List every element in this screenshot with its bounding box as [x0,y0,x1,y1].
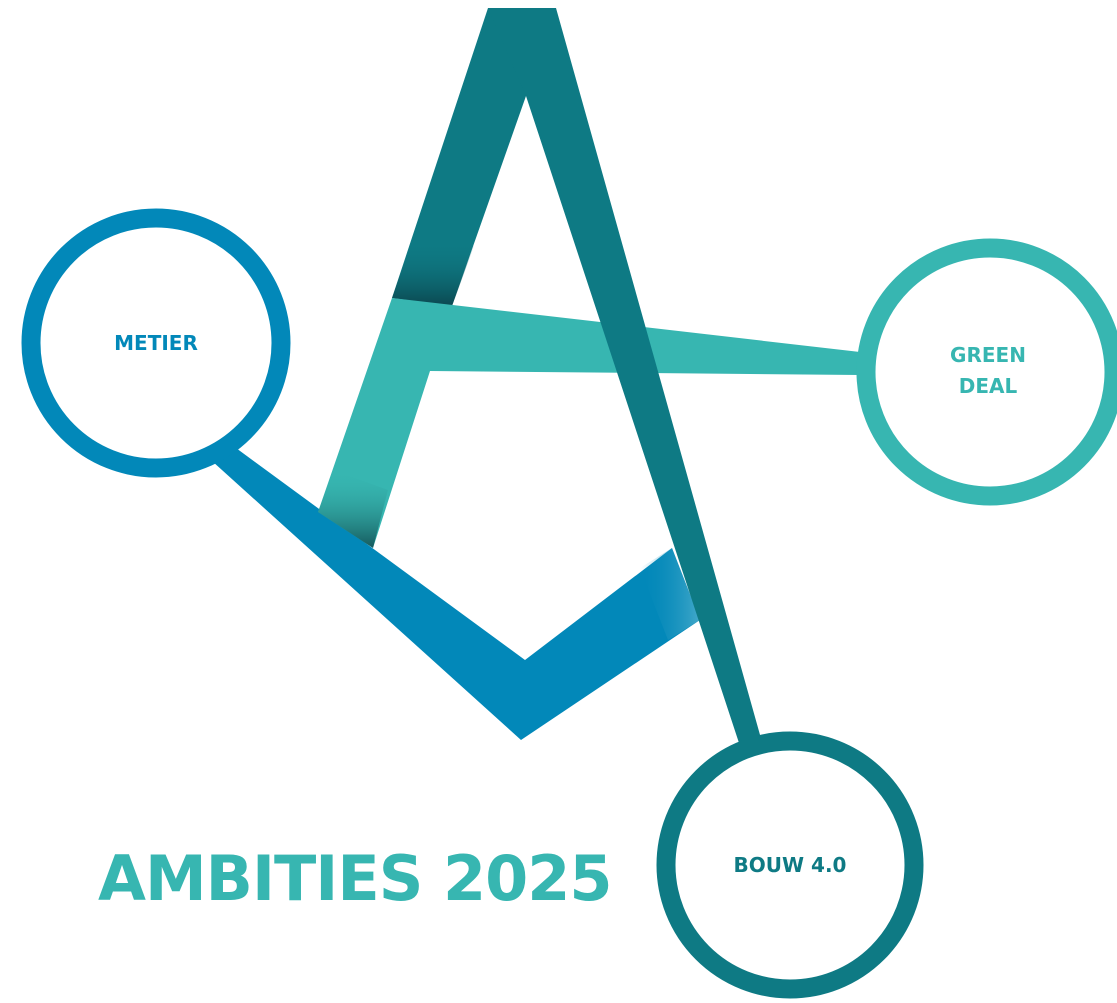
metier-node: METIER [21,208,291,478]
a-left-stroke-upper [392,8,556,306]
green-deal-node: GREEN DEAL [856,238,1117,506]
bouw-node: BOUW 4.0 [656,731,924,999]
bouw-ring [656,731,924,999]
page-title: AMBITIES 2025 [98,842,612,915]
a-left-stroke-shadow [392,240,474,306]
metier-ring [21,208,291,478]
blue-chevron-band [212,448,700,740]
bouw-label: BOUW 4.0 [734,853,847,877]
green-deal-ring [856,238,1117,506]
a-right-stroke [488,8,762,746]
blue-band-highlight [640,548,700,640]
metier-label: METIER [114,331,198,355]
green-deal-label-line2: DEAL [959,374,1018,398]
a-lower-stroke-shadow [318,470,388,548]
green-deal-label-line1: GREEN [950,343,1026,367]
a-crossbar [318,298,860,548]
